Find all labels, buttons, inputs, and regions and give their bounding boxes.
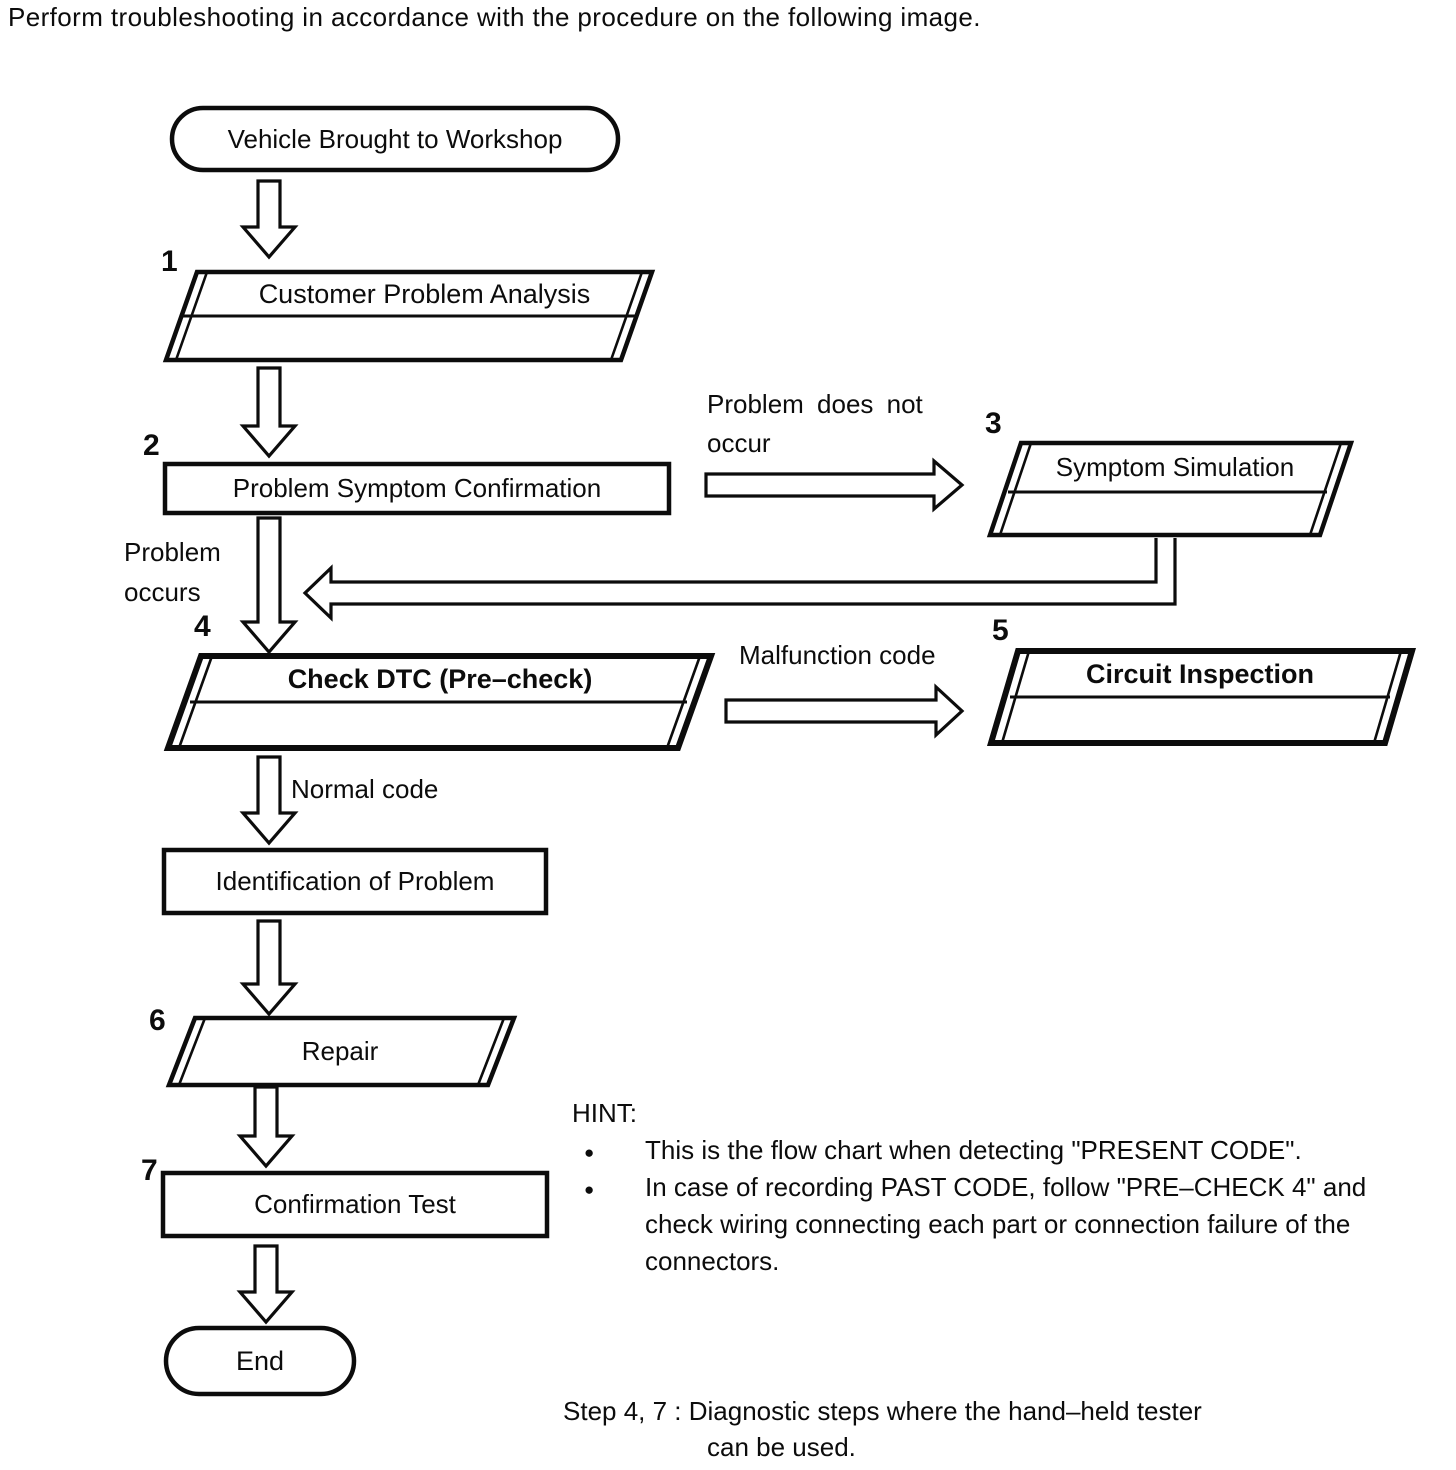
- inner-slant-left-6: [177, 1017, 207, 1086]
- rectangle-problem-symptom-confirmation-shape: [162, 461, 672, 516]
- hint-item-1-line-1: This is the flow chart when detecting "P…: [645, 1135, 1302, 1165]
- node-label-check-dtc: Check DTC (Pre–check): [287, 663, 593, 694]
- node-label-repair: Repair: [301, 1036, 379, 1066]
- edge-label-problem-occurs-line1: Problem: [124, 537, 221, 567]
- arrow-down-4-to-identification-icon: [239, 755, 299, 846]
- step-number-5: 5: [992, 614, 1009, 647]
- hint-item-2-line-1: In case of recording PAST CODE, follow "…: [645, 1172, 1367, 1202]
- arrow-right-malfunction-code-icon: [724, 683, 965, 739]
- edge-label-problem-occurs-line2: occurs: [124, 577, 201, 607]
- edge-label-problem-does-not-occur-line2: occur: [707, 428, 771, 458]
- arrow-down-2-to-4-icon: [239, 516, 299, 655]
- node-label-identification-of-problem: Identification of Problem: [215, 866, 495, 896]
- node-label-circuit-inspection: Circuit Inspection: [1085, 658, 1315, 689]
- node-label-confirmation-test: Confirmation Test: [254, 1189, 456, 1219]
- rectangle-identification-of-problem-shape: [161, 847, 549, 916]
- step-number-3: 3: [985, 407, 1002, 440]
- hint-title: HINT:: [572, 1098, 637, 1128]
- arrow-down-identification-to-6-icon: [239, 919, 299, 1017]
- arrow-return-symptom-simulation-icon: [302, 538, 1177, 622]
- arrow-down-start-to-1-icon: [239, 179, 299, 260]
- edge-label-malfunction-code: Malfunction code: [739, 640, 936, 670]
- step-number-4: 4: [194, 610, 211, 643]
- parallelogram-repair-shape: [165, 1015, 518, 1088]
- footnote-line-1: Step 4, 7 : Diagnostic steps where the h…: [563, 1396, 1202, 1426]
- bullet-icon: ●: [584, 1180, 595, 1199]
- step-number-6: 6: [149, 1004, 166, 1037]
- intro-text: Perform troubleshooting in accordance wi…: [8, 2, 981, 32]
- node-label-symptom-simulation: Symptom Simulation: [1055, 452, 1295, 482]
- hint-item-2-line-3: connectors.: [645, 1246, 780, 1276]
- rectangle-confirmation-test-shape: [160, 1170, 550, 1239]
- node-label-start: Vehicle Brought to Workshop: [227, 123, 563, 154]
- parallelogram-symptom-simulation-shape: [986, 440, 1355, 538]
- hint-item-2-line-2: check wiring connecting each part or con…: [645, 1209, 1351, 1239]
- step-number-2: 2: [143, 429, 160, 462]
- arrow-down-7-to-end-icon: [236, 1244, 296, 1325]
- bullet-icon: ●: [584, 1143, 595, 1162]
- footnote-line-2: can be used.: [707, 1432, 856, 1462]
- node-label-customer-problem-analysis: Customer Problem Analysis: [258, 278, 591, 309]
- arrow-down-1-to-2-icon: [239, 366, 299, 459]
- terminator-start-shape: [169, 105, 621, 173]
- step-number-7: 7: [141, 1154, 158, 1187]
- arrow-right-problem-does-not-occur-icon: [704, 457, 965, 513]
- inner-slant-left-3: [998, 442, 1033, 536]
- inner-slant-right-3: [1308, 442, 1343, 536]
- arrow-down-6-to-7-icon: [236, 1085, 296, 1169]
- terminator-end-shape: [163, 1325, 357, 1397]
- step-number-1: 1: [161, 245, 178, 278]
- node-label-problem-symptom-confirmation: Problem Symptom Confirmation: [232, 473, 602, 503]
- edge-label-normal-code: Normal code: [291, 774, 439, 804]
- node-label-end: End: [235, 1345, 285, 1376]
- inner-slant-right-6: [476, 1017, 506, 1086]
- edge-label-problem-does-not-occur-line1: Problem does not: [707, 389, 923, 419]
